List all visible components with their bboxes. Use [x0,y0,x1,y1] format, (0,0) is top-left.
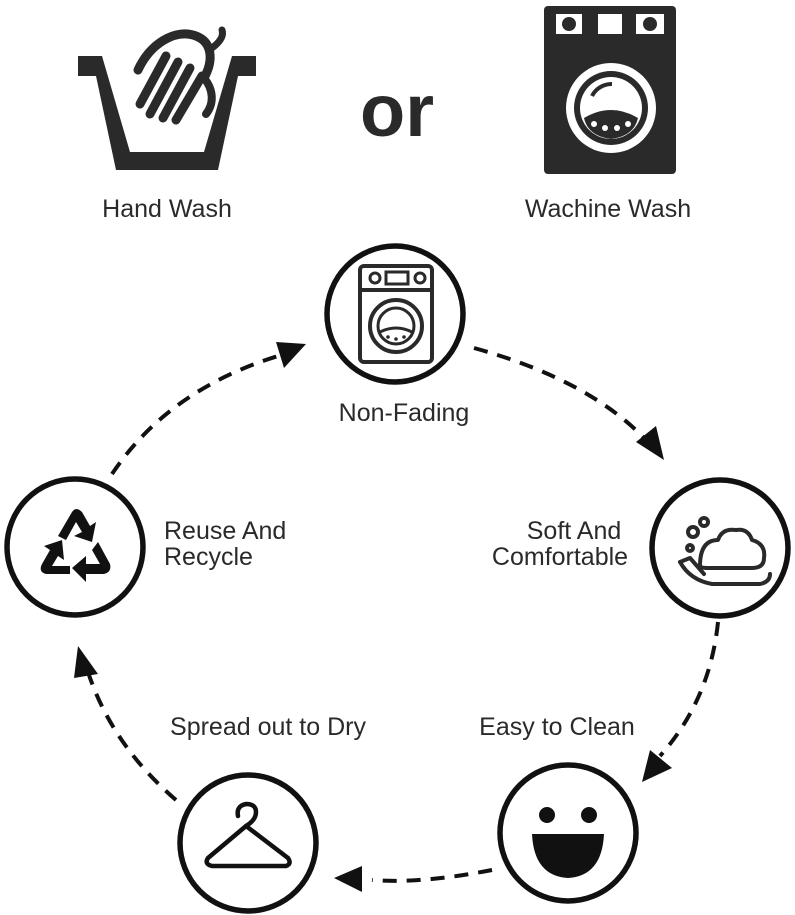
hand-wash-tub-icon [78,26,256,170]
machine-wash-label: Wachine Wash [525,195,691,223]
spread-dry-label: Spread out to Dry [170,713,366,741]
connector-soft-to-clean [658,621,720,758]
smiley-face-icon [532,807,604,878]
cycle-connectors [74,342,720,892]
reuse-label-line1: Reuse And [164,517,286,545]
connector-nonfading-to-soft [473,346,650,444]
washing-machine-small-icon [358,264,434,364]
arrowhead-reuse [74,646,98,678]
soft-label-line1: Soft And [527,517,622,545]
reuse-label-line2: Recycle [164,543,253,571]
arrowhead-clean [642,750,672,782]
non-fading-label: Non-Fading [339,399,470,427]
recycle-icon [40,509,111,582]
or-label: or [360,69,434,152]
node-easy-clean [497,762,639,904]
soft-label-line2: Comfortable [492,543,628,571]
hand-wash-label: Hand Wash [102,195,232,223]
arrowhead-soft [636,426,664,460]
node-soft-comfortable [649,477,791,619]
washing-machine-icon [544,6,676,174]
node-reuse-recycle [4,476,146,618]
clothes-hanger-icon [204,801,292,869]
connector-dry-to-reuse [86,671,178,802]
arrowhead-nonfading [276,342,306,368]
easy-clean-label: Easy to Clean [479,713,635,741]
node-spread-dry [177,772,319,914]
arrowhead-dry [334,866,362,892]
connector-clean-to-dry [371,868,493,883]
node-non-fading [324,243,466,385]
hand-foam-icon [678,516,772,586]
connector-reuse-to-nonfading [110,354,279,476]
